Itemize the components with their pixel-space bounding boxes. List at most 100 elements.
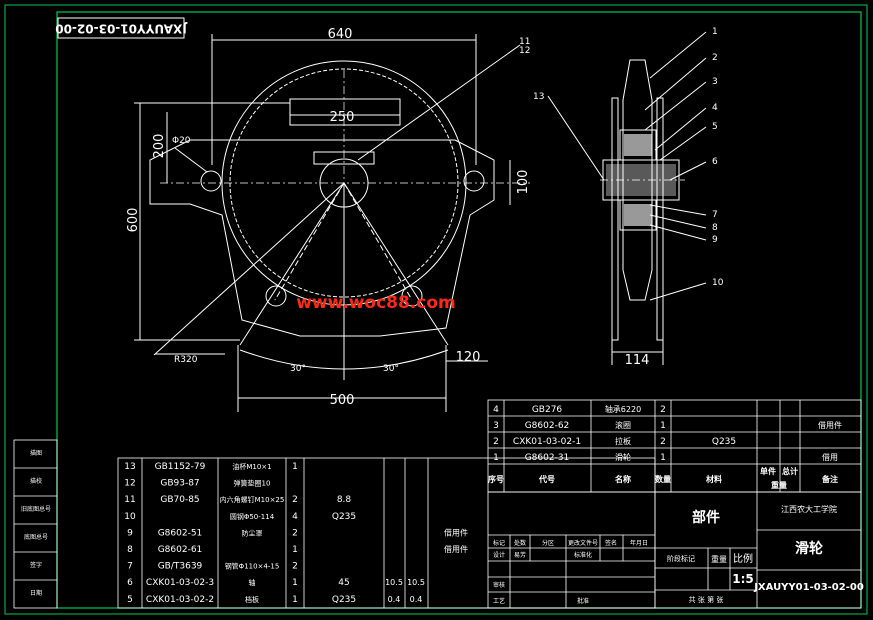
stamp-text: JXAUYY01-03-02-00 xyxy=(55,22,188,36)
leader-10: 10 xyxy=(712,278,724,288)
leader-13: 13 xyxy=(533,92,544,102)
part-qty: 2 xyxy=(292,562,298,572)
leader-11: 11 xyxy=(519,37,530,47)
part-code: GB/T3639 xyxy=(158,562,203,572)
side-label-old-no: 旧底图总号 xyxy=(21,505,51,513)
leader-2: 2 xyxy=(712,53,718,63)
drawing-number-stamp: JXAUYY01-03-02-00 xyxy=(55,17,188,39)
header-material: 材料 xyxy=(706,474,722,484)
title-scale-label: 比例 xyxy=(733,552,753,565)
rev-label-doc: 更改文件号 xyxy=(568,539,598,547)
title-weight-label: 重量 xyxy=(711,554,727,564)
part-material: 45 xyxy=(338,578,349,588)
role-approve: 批准 xyxy=(577,597,589,605)
dim-r320: R320 xyxy=(174,355,198,365)
part-no: 9 xyxy=(127,528,133,538)
part-qty: 2 xyxy=(660,405,666,415)
leader-7: 7 xyxy=(712,210,718,220)
part-code: GB1152-79 xyxy=(155,462,206,472)
dim-114: 114 xyxy=(625,353,650,368)
part-name: 内六角螺钉M10×25 xyxy=(220,495,285,504)
part-name: 钢管Φ110×4-15 xyxy=(225,562,280,571)
dim-500: 500 xyxy=(330,393,355,408)
part-material: Q235 xyxy=(332,595,356,605)
part-note: 借用件 xyxy=(818,420,842,430)
leader-6: 6 xyxy=(712,157,718,167)
dim-120: 120 xyxy=(456,350,481,365)
side-label-trace: 描图 xyxy=(30,449,42,457)
part-no: 12 xyxy=(124,479,135,489)
rev-label-date: 年月日 xyxy=(630,539,648,547)
header-weight: 重量 xyxy=(771,480,787,490)
part-note: 借用件 xyxy=(444,527,468,537)
part-code: CXK01-03-02-3 xyxy=(146,578,214,588)
part-qty: 4 xyxy=(292,512,298,522)
part-code: GB70-85 xyxy=(160,495,199,505)
header-name: 名称 xyxy=(615,474,631,484)
side-label-base-no: 底图总号 xyxy=(24,533,48,541)
dim-angle-30a: 30° xyxy=(290,364,306,374)
part-qty: 1 xyxy=(292,578,298,588)
side-view xyxy=(547,31,707,365)
part-qty: 1 xyxy=(292,595,298,605)
rev-label-count: 处数 xyxy=(514,539,526,547)
role-standard: 标准化 xyxy=(574,551,592,559)
part-code: G8602-61 xyxy=(158,545,203,555)
rev-label-mark: 标记 xyxy=(493,539,505,547)
part-qty: 1 xyxy=(292,462,298,472)
side-view-labels: 1 2 3 4 5 6 7 8 9 10 13 114 xyxy=(533,27,724,368)
part-name: 轴 xyxy=(249,578,256,587)
leader-12: 12 xyxy=(519,46,530,56)
part-code: CXK01-03-02-2 xyxy=(146,595,214,605)
header-no: 序号 xyxy=(488,474,504,484)
part-code: CXK01-03-02-1 xyxy=(513,437,581,447)
title-scale: 1:5 xyxy=(732,572,754,586)
title-block-grid xyxy=(487,491,862,609)
part-name: 拉板 xyxy=(615,436,631,446)
front-view xyxy=(134,34,530,412)
part-material: 8.8 xyxy=(337,495,352,505)
part-no: 8 xyxy=(127,545,133,555)
part-code: G8602-62 xyxy=(525,421,570,431)
title-category: 部件 xyxy=(692,509,720,526)
part-name: 弹簧垫圈10 xyxy=(234,479,271,488)
part-no: 10 xyxy=(124,512,136,522)
part-no: 3 xyxy=(493,421,499,431)
role-process: 工艺 xyxy=(493,597,505,605)
watermark: www.woc88.com xyxy=(296,293,456,313)
part-name: 防尘罩 xyxy=(242,528,263,537)
part-no: 6 xyxy=(127,578,133,588)
part-qty: 1 xyxy=(660,421,666,431)
part-total-weight: 10.5 xyxy=(407,578,425,587)
side-label-date: 日期 xyxy=(30,589,42,597)
part-note: 借用件 xyxy=(444,544,468,554)
title-part-name: 滑轮 xyxy=(795,540,823,557)
dim-250: 250 xyxy=(330,110,355,125)
dim-angle-30b: 30° xyxy=(383,364,399,374)
dim-600: 600 xyxy=(126,208,141,233)
front-view-dimensions: 640 250 200 600 100 120 500 Φ20 R320 30°… xyxy=(126,27,531,408)
leader-8: 8 xyxy=(712,223,718,233)
role-review: 审核 xyxy=(493,581,505,589)
header-qty: 数量 xyxy=(655,474,671,484)
header-unit-weight: 单件 xyxy=(760,466,776,476)
role-design: 设计 xyxy=(493,551,505,559)
part-material: Q235 xyxy=(712,437,736,447)
part-code: GB93-87 xyxy=(160,479,199,489)
part-name: 轴承6220 xyxy=(605,404,641,414)
part-no: 7 xyxy=(127,562,133,572)
parts-header-row: 序号 代号 名称 数量 材料 单件 总计 重量 备注 xyxy=(488,466,838,490)
side-label-sign: 签字 xyxy=(30,561,42,569)
dim-200: 200 xyxy=(152,134,167,159)
part-material: Q235 xyxy=(332,512,356,522)
leader-1: 1 xyxy=(712,27,718,37)
part-qty: 2 xyxy=(660,437,666,447)
dim-phi20: Φ20 xyxy=(172,136,191,146)
side-label-column xyxy=(13,439,58,609)
part-no: 13 xyxy=(124,462,135,472)
side-view-fills xyxy=(606,134,676,226)
part-qty: 2 xyxy=(292,495,298,505)
title-stage-label: 阶段标记 xyxy=(667,554,695,563)
part-no: 4 xyxy=(493,405,499,415)
